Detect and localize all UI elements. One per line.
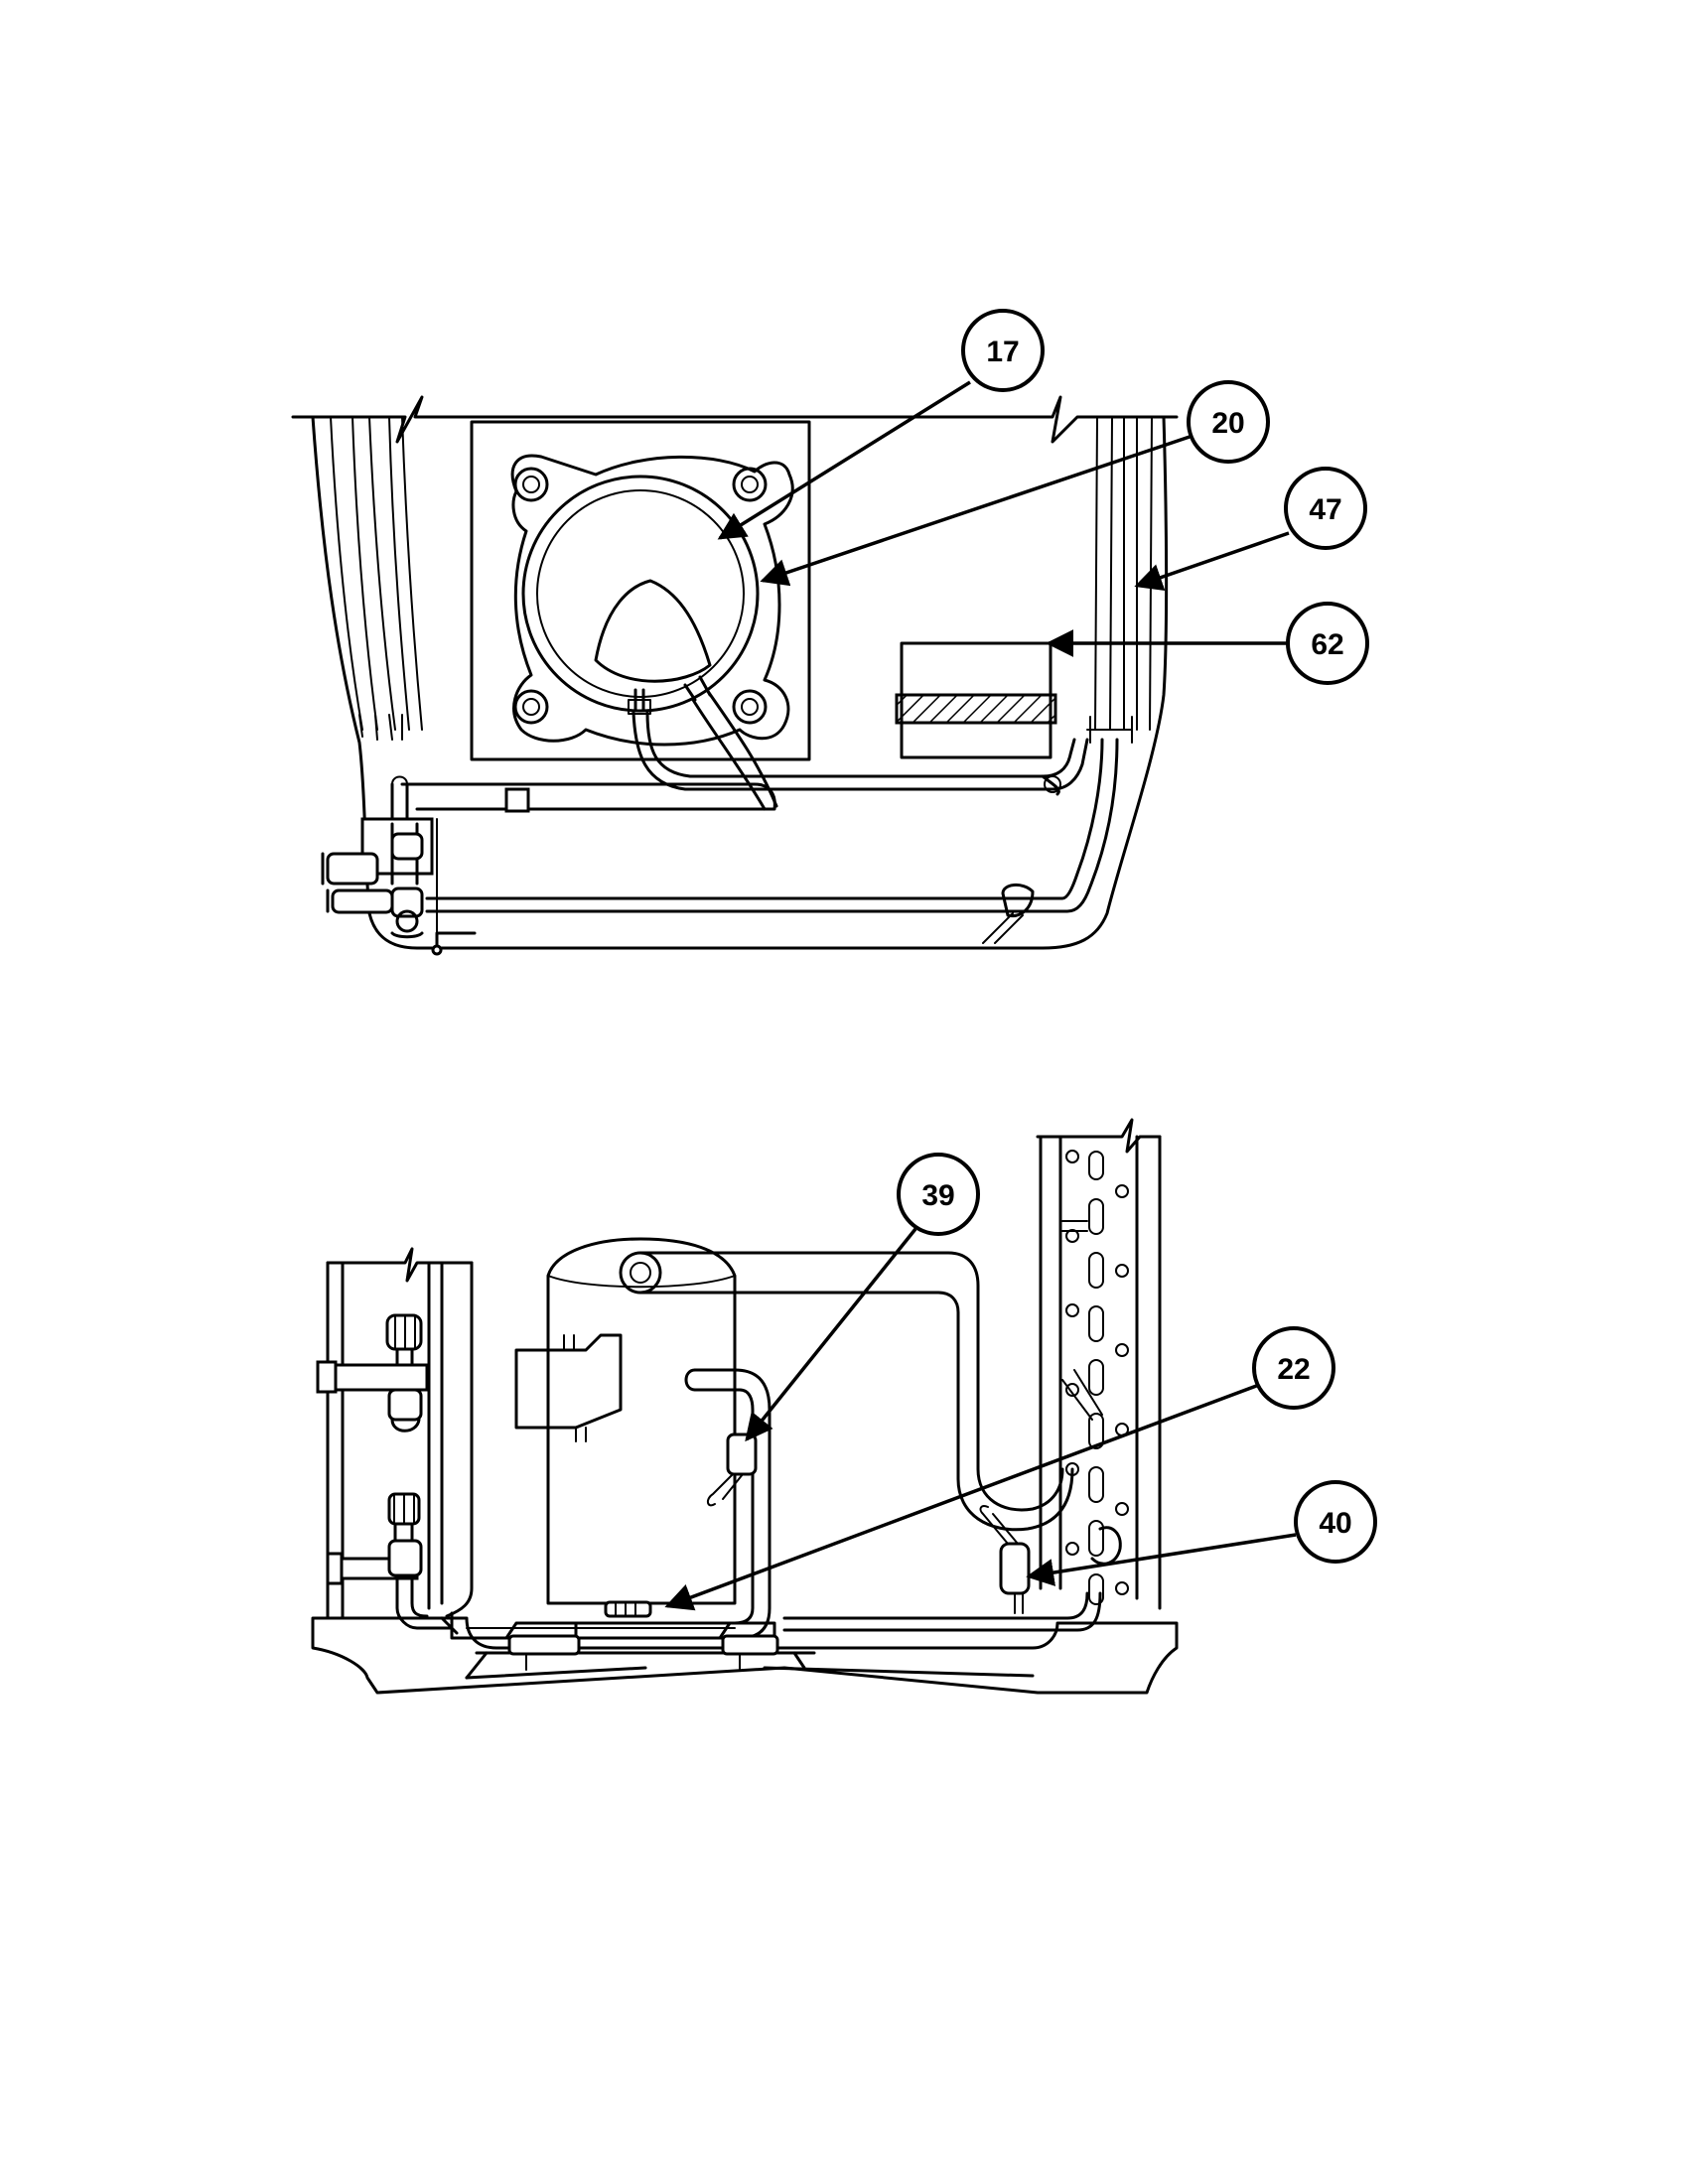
callout-40-circle	[1294, 1480, 1377, 1564]
top-view	[291, 395, 1179, 956]
unit-outline	[311, 415, 1169, 950]
callout-39-label: 39	[921, 1179, 954, 1212]
compressor-mount-outline	[510, 454, 794, 747]
callout-17-label: 17	[986, 336, 1019, 368]
top-break-line	[291, 395, 1179, 444]
callout-47-label: 47	[1309, 493, 1341, 526]
leader-40	[1026, 1533, 1297, 1586]
component-22	[604, 1600, 652, 1618]
callout-20-circle	[1187, 380, 1270, 464]
leader-22	[664, 1383, 1260, 1611]
callout-22-circle	[1252, 1326, 1335, 1410]
leader-20	[760, 435, 1191, 587]
callout-47-circle	[1284, 467, 1367, 550]
callout-40-label: 40	[1319, 1507, 1351, 1540]
service-valve-39	[726, 1433, 758, 1476]
leader-39	[745, 1227, 917, 1442]
callout-17-circle	[961, 309, 1045, 392]
callout-22-label: 22	[1277, 1353, 1310, 1386]
terminal-box	[514, 1333, 623, 1430]
leader-47	[1134, 531, 1290, 591]
bottom-view	[311, 1118, 1179, 1695]
component-62-band	[895, 693, 1057, 725]
compressor-base-plate	[470, 420, 811, 761]
callout-20-label: 20	[1211, 407, 1244, 440]
coil-louvers	[1061, 1150, 1129, 1605]
compressor-body	[546, 1237, 737, 1605]
compressor-dome	[594, 579, 712, 683]
callout-62-label: 62	[1311, 628, 1343, 661]
leader-17	[717, 380, 971, 540]
callouts: 17 20 47 62 39 22 40	[664, 309, 1377, 1611]
callout-62-circle	[1286, 602, 1369, 685]
compressor-shell	[521, 475, 760, 713]
base-pan	[311, 1616, 1179, 1695]
callout-39-circle	[897, 1153, 980, 1236]
filter-drier-40	[999, 1542, 1031, 1595]
